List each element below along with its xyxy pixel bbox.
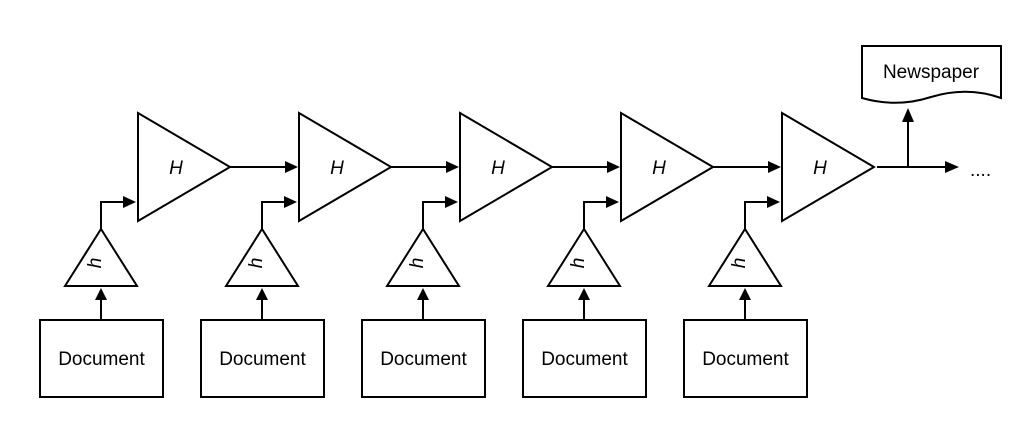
h-to-H-wire — [744, 201, 767, 229]
H-to-next-H-arrowhead — [446, 161, 459, 173]
local-hash-label: h — [407, 258, 428, 269]
document-box — [683, 319, 808, 398]
document-box — [522, 319, 647, 398]
document-box — [39, 319, 164, 398]
h-to-H-wire — [422, 201, 445, 229]
newspaper-label: Newspaper — [883, 62, 980, 83]
chain-hash-triangle — [137, 111, 232, 223]
chain-hash-label: H — [169, 158, 183, 179]
local-hash-label: h — [568, 258, 589, 269]
local-hash-triangle — [707, 227, 783, 287]
document-label: Document — [219, 349, 306, 370]
local-hash-triangle — [385, 227, 461, 287]
local-hash-triangle — [546, 227, 622, 287]
h-to-H-arrowhead — [445, 196, 458, 208]
document-label: Document — [58, 349, 145, 370]
chain-hash-triangle — [298, 111, 393, 223]
final-output: .... — [877, 108, 991, 181]
local-hash-triangle — [224, 227, 300, 287]
chain-hash-triangle — [781, 111, 876, 223]
hash-stage: Document h H — [200, 111, 459, 398]
chain-hash-label: H — [491, 158, 505, 179]
local-hash-triangle — [63, 227, 139, 287]
H-to-next-H-arrowhead — [285, 161, 298, 173]
local-hash-label: h — [85, 258, 106, 269]
hash-chain-stages: Document h H Document h H Document h H Document h H… — [39, 111, 876, 398]
document-to-h-arrowhead — [739, 288, 751, 300]
newspaper-shape — [861, 45, 1002, 104]
local-hash-label: h — [246, 258, 267, 269]
H-to-next-H-arrowhead — [607, 161, 620, 173]
h-to-H-arrowhead — [123, 196, 136, 208]
document-to-h-arrowhead — [417, 288, 429, 300]
document-label: Document — [702, 349, 789, 370]
hash-stage: Document h H — [522, 111, 781, 398]
hash-stage: Document h H — [39, 111, 298, 398]
chain-hash-label: H — [330, 158, 344, 179]
h-to-H-wire — [261, 201, 284, 229]
h-to-H-arrowhead — [284, 196, 297, 208]
hash-stage: Document h H — [683, 111, 876, 398]
document-to-h-arrowhead — [256, 288, 268, 300]
chain-hash-label: H — [652, 158, 666, 179]
document-to-h-arrowhead — [578, 288, 590, 300]
document-label: Document — [380, 349, 467, 370]
H-to-next-H-arrowhead — [768, 161, 781, 173]
document-label: Document — [541, 349, 628, 370]
hash-stage: Document h H — [361, 111, 620, 398]
h-to-H-wire — [583, 201, 606, 229]
chain-hash-label: H — [813, 158, 827, 179]
publish-arrowhead — [902, 108, 914, 122]
final-output-arrowhead — [945, 161, 959, 173]
continuation-ellipsis: .... — [970, 160, 991, 181]
h-to-H-wire — [100, 201, 123, 229]
document-to-h-arrowhead — [95, 288, 107, 300]
document-box — [361, 319, 486, 398]
chain-hash-triangle — [459, 111, 554, 223]
local-hash-label: h — [729, 258, 750, 269]
h-to-H-arrowhead — [767, 196, 780, 208]
newspaper: Newspaper — [861, 45, 1002, 104]
h-to-H-arrowhead — [606, 196, 619, 208]
chain-hash-triangle — [620, 111, 715, 223]
